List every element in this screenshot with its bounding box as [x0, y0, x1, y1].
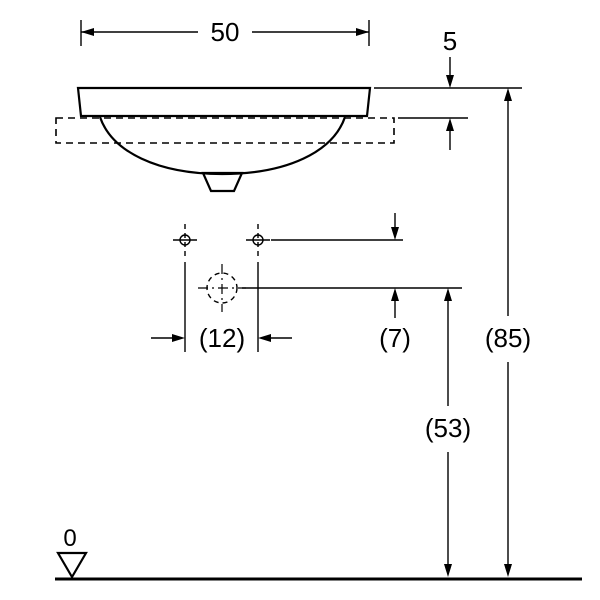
hole-circle — [252, 234, 264, 246]
basin-bowl — [98, 116, 347, 176]
dimension-rim-5: 5 — [398, 26, 468, 150]
arrowhead-left — [81, 28, 94, 36]
counter-dashed-outline — [55, 117, 395, 144]
hole-circle — [179, 234, 191, 246]
arrowhead-up — [504, 88, 512, 101]
arrowhead-up — [444, 288, 452, 301]
fixing-hole-right — [246, 224, 270, 260]
basin-rim — [76, 86, 372, 118]
basin — [55, 86, 395, 193]
arrowhead-up — [446, 118, 454, 131]
arrowhead-down — [504, 564, 512, 577]
dimension-label-width: 50 — [211, 17, 240, 47]
arrowhead-up — [391, 288, 399, 301]
arrowhead-left — [258, 334, 271, 342]
dimension-height-53: (53) — [425, 288, 471, 577]
tap-hole — [198, 264, 246, 312]
dimension-spacing-12: (12) — [151, 262, 292, 353]
dimension-label-tap-height: (53) — [425, 413, 471, 443]
datum-triangle-icon — [56, 551, 88, 580]
dimension-offset-7: (7) — [242, 213, 462, 353]
datum: 0 — [56, 525, 88, 580]
datum-label: 0 — [63, 525, 76, 552]
arrowhead-right — [356, 28, 369, 36]
arrowhead-right — [172, 334, 185, 342]
drain-outlet — [201, 171, 244, 193]
dimension-height-85: (85) — [485, 88, 531, 577]
arrowhead-down — [446, 75, 454, 88]
fixing-hole-left — [173, 224, 197, 260]
dimension-label-rim: 5 — [443, 26, 457, 56]
dimension-label-offset: (7) — [379, 323, 411, 353]
dimension-label-overall-height: (85) — [485, 323, 531, 353]
arrowhead-down — [391, 227, 399, 240]
dimension-label-spacing: (12) — [199, 323, 245, 353]
arrowhead-down — [444, 564, 452, 577]
dimension-width-50: 50 — [80, 17, 370, 47]
